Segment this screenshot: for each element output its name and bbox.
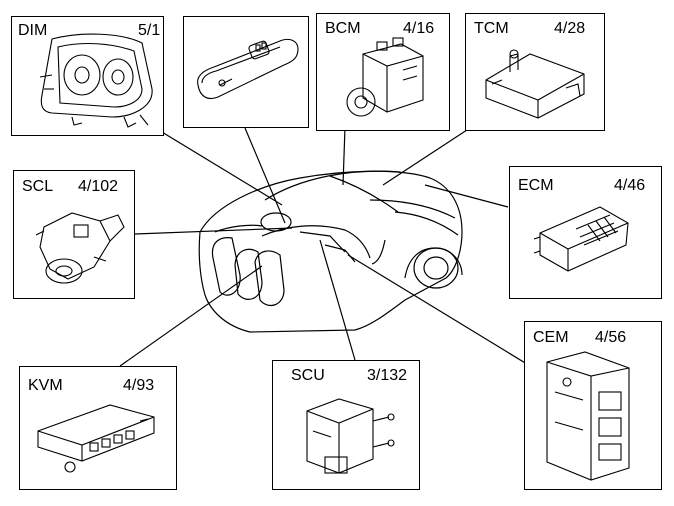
transmission-control-module-icon [485, 49, 585, 119]
kvm-ref-label: 4/93 [123, 377, 155, 394]
scu-name-label: SCU [291, 367, 325, 384]
central-electronic-module-icon [546, 351, 630, 481]
scu-module-box: SCU 3/132 [272, 360, 420, 490]
car-illustration-icon [198, 170, 463, 333]
steering-column-lock-icon [35, 212, 125, 284]
scl-name-label: SCL [22, 178, 54, 195]
dim-ref-label: 5/1 [138, 22, 161, 39]
leader-lines [119, 125, 541, 373]
ecm-ref-label: 4/46 [614, 177, 646, 194]
cem-name-label: CEM [533, 329, 569, 346]
tcm-ref-label: 4/28 [554, 20, 586, 37]
start-control-unit-icon [306, 398, 395, 474]
remote-key-fob-icon [197, 38, 299, 100]
tcm-name-label: TCM [474, 20, 509, 37]
engine-control-module-icon [533, 206, 629, 272]
scl-ref-label: 4/102 [78, 178, 119, 195]
bcm-module-box: BCM 4/16 [316, 13, 450, 131]
dim-module-box: DIM 5/1 [11, 16, 164, 136]
bcm-name-label: BCM [325, 20, 361, 37]
kvm-module-box: KVM 4/93 [19, 366, 177, 490]
brake-control-module-icon [346, 37, 424, 117]
scu-ref-label: 3/132 [367, 367, 408, 384]
cem-module-box: CEM 4/56 [524, 321, 662, 490]
tcm-module-box: TCM 4/28 [465, 13, 605, 131]
scl-module-box: SCL 4/102 [13, 170, 135, 299]
instrument-cluster-icon [39, 33, 153, 128]
keyless-vehicle-module-icon [37, 404, 155, 473]
bcm-ref-label: 4/16 [403, 20, 435, 37]
ecm-name-label: ECM [518, 177, 554, 194]
ecm-module-box: ECM 4/46 [509, 166, 662, 299]
key-fob-box [183, 16, 309, 128]
dim-name-label: DIM [18, 22, 48, 39]
cem-ref-label: 4/56 [595, 329, 627, 346]
kvm-name-label: KVM [28, 377, 63, 394]
